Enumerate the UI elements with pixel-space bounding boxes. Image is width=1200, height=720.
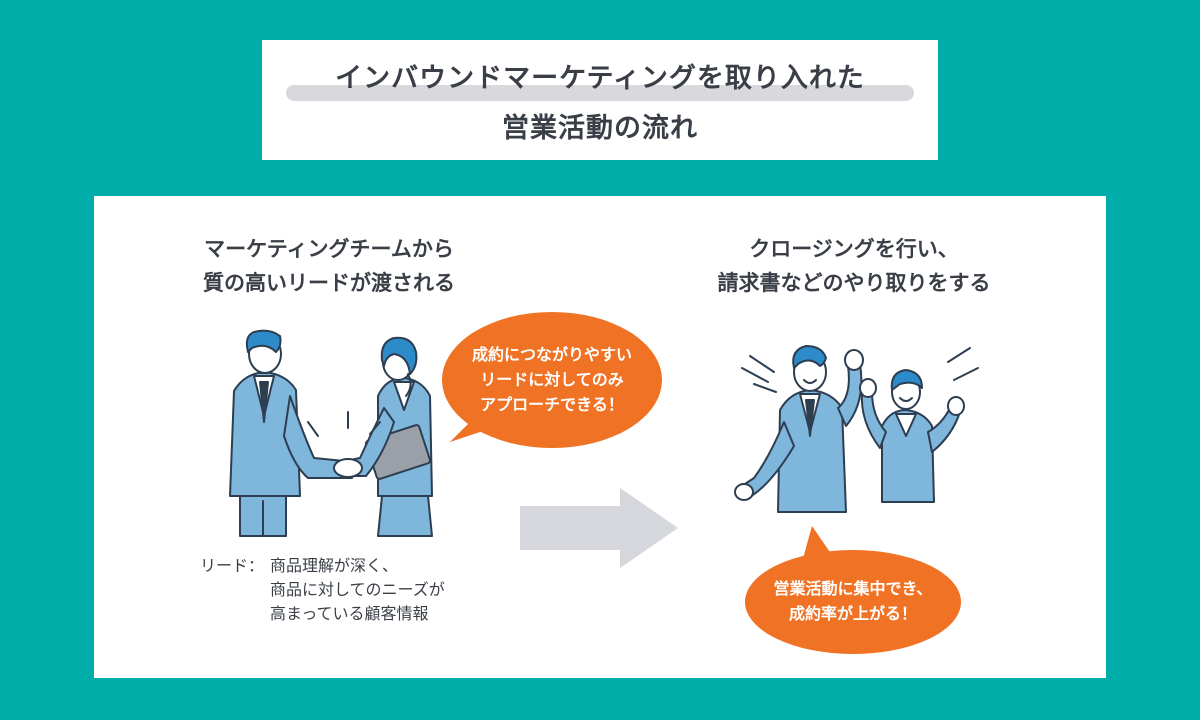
- left-bubble-line2: リードに対してのみ: [480, 370, 624, 389]
- title-highlight: [286, 85, 914, 101]
- cheering-man-figure: [734, 345, 864, 513]
- step1-heading: マーケティングチームから 質の高いリードが渡される: [164, 232, 494, 300]
- step2-heading: クロージングを行い、 請求書などのやり取りをする: [654, 232, 1054, 300]
- title-box: インバウンドマーケティングを取り入れた 営業活動の流れ: [262, 40, 938, 160]
- lead-note-line2: 商品に対してのニーズが: [270, 580, 445, 599]
- step1-heading-line1: マーケティングチームから: [204, 237, 454, 261]
- right-bubble-text: 営業活動に集中でき、 成約率が上がる！: [753, 576, 953, 626]
- left-bubble-line1: 成約につながりやすい: [471, 345, 632, 364]
- lead-note-label: リード：: [200, 556, 265, 575]
- step2-heading-line2: 請求書などのやり取りをする: [717, 271, 991, 295]
- handshake-illustration: [229, 329, 433, 537]
- man-figure: [229, 329, 355, 537]
- right-bubble-line2: 成約率が上がる！: [788, 604, 917, 623]
- illustrations: [229, 312, 979, 654]
- content-panel: マーケティングチームから 質の高いリードが渡される クロージングを行い、 請求書…: [94, 196, 1106, 678]
- left-bubble-text: 成約につながりやすい リードに対してのみ アプローチできる！: [452, 342, 652, 417]
- lead-note: リード： 商品理解が深く、 商品に対してのニーズが 高まっている顧客情報: [200, 554, 445, 626]
- page-title-line2: 営業活動の流れ: [502, 113, 698, 144]
- woman-figure: [339, 336, 433, 537]
- celebration-illustration: [734, 345, 979, 513]
- cheering-woman-figure: [859, 369, 965, 503]
- step2-heading-line1: クロージングを行い、: [749, 237, 959, 261]
- right-arrow-icon: [520, 488, 678, 568]
- right-bubble-line1: 営業活動に集中でき、: [773, 579, 933, 598]
- lead-note-line1: 商品理解が深く、: [270, 556, 399, 575]
- lead-note-line3: 高まっている顧客情報: [270, 604, 429, 623]
- page-title-line1: インバウンドマーケティングを取り入れた: [335, 63, 865, 94]
- step1-heading-line2: 質の高いリードが渡される: [203, 271, 455, 295]
- right-speech-bubble: [745, 526, 961, 654]
- left-bubble-line3: アプローチできる！: [480, 395, 624, 414]
- left-speech-bubble: [442, 312, 662, 448]
